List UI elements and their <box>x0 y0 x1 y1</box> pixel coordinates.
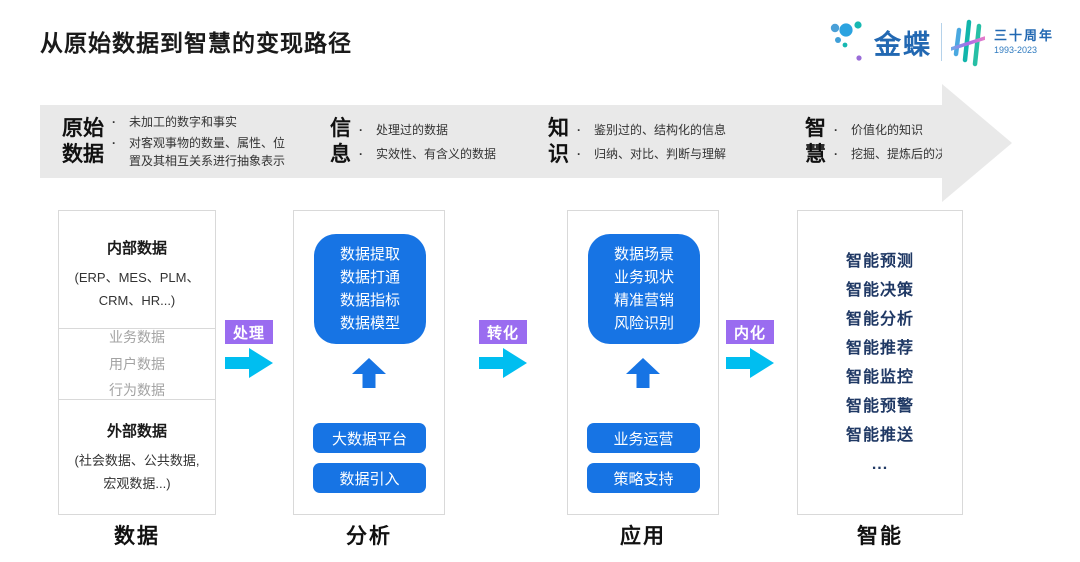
bullet-dot: · <box>112 115 116 129</box>
column-label-analysis: 分析 <box>346 525 392 548</box>
box-line: 数据指标 <box>339 292 400 309</box>
box-line: 数据模型 <box>339 315 400 333</box>
middle-item: 业务数据 <box>109 329 165 346</box>
stage-name: 原始 数据 <box>62 117 104 166</box>
arrow-label: 内化 <box>726 320 774 344</box>
flow-arrow-process: 处理 <box>225 320 273 378</box>
list-item: 智能推送 <box>845 427 914 444</box>
intelligence-list: 智能预测 智能决策 智能分析 智能推荐 智能监控 智能预警 智能推送 ... <box>798 211 962 479</box>
stage-information: 信 息 · 处理过的数据 · 实效性、有含义的数据 <box>330 105 496 178</box>
flow-arrow-internalize: 内化 <box>726 320 774 378</box>
bullet-item: · 处理过的数据 <box>359 122 449 137</box>
stage-wisdom: 智 慧 · 价值化的知识 · 挖掘、提炼后的决策能力 <box>805 105 983 178</box>
bullet-item: · 实效性、有含义的数据 <box>359 146 497 161</box>
stage-name: 信 息 <box>330 117 351 166</box>
middle-item: 用户数据 <box>109 355 165 372</box>
bullet-item: · 价值化的知识 <box>834 122 924 137</box>
stage-name: 智 慧 <box>805 117 826 166</box>
middle-item: 行为数据 <box>109 382 165 399</box>
bullet-dot: · <box>834 146 838 161</box>
box-line: 数据场景 <box>613 245 674 263</box>
box-line: 风险识别 <box>613 315 674 333</box>
big-data-platform-chip: 大数据平台 <box>313 423 426 453</box>
logo-divider <box>940 23 942 61</box>
bullet-dot: · <box>577 122 581 137</box>
section-title: 内部数据 <box>106 240 167 257</box>
stage-raw-data: 原始 数据 · 未加工的数字和事实 · 对客观事物的数量、属性、位置及其相互关系… <box>62 105 290 178</box>
bullet-dot: · <box>112 136 116 150</box>
arrow-label: 处理 <box>225 320 273 344</box>
box-line: 精准营销 <box>613 292 674 309</box>
up-arrow-icon <box>626 358 660 393</box>
anniversary-years: 1993-2023 <box>993 44 1038 55</box>
bullet-dot: · <box>577 146 581 161</box>
bullet-dot: · <box>834 122 838 137</box>
bullet-item: · 鉴别过的、结构化的信息 <box>577 122 727 137</box>
stage-bullets: · 处理过的数据 · 实效性、有含义的数据 <box>359 121 496 163</box>
kingdee-logo: 金蝶 三十周年 1993-2023 <box>829 16 1054 68</box>
up-arrow-icon <box>352 358 386 393</box>
stage-name: 知 识 <box>548 117 569 166</box>
list-item: 智能推荐 <box>845 340 914 357</box>
bullet-dot: · <box>359 146 363 161</box>
box-line: 业务现状 <box>613 268 674 286</box>
external-data-section: 外部数据 (社会数据、公共数据, 宏观数据...) <box>59 400 215 496</box>
internal-data-section: 内部数据 (ERP、MES、PLM、CRM、HR...) <box>59 211 215 328</box>
stages-banner: 原始 数据 · 未加工的数字和事实 · 对客观事物的数量、属性、位置及其相互关系… <box>40 105 983 178</box>
list-item: 智能决策 <box>845 282 914 299</box>
thirty-mark-icon <box>949 16 987 68</box>
list-item: 智能预警 <box>845 398 914 415</box>
stage-bullets: · 未加工的数字和事实 · 对客观事物的数量、属性、位置及其相互关系进行抽象表示 <box>112 113 290 170</box>
anniversary-text: 三十周年 <box>993 28 1054 44</box>
logo-dots-icon <box>829 20 865 64</box>
column-data: 内部数据 (ERP、MES、PLM、CRM、HR...) 业务数据 用户数据 行… <box>58 210 216 515</box>
stage-bullets: · 鉴别过的、结构化的信息 · 归纳、对比、判断与理解 <box>577 121 726 163</box>
right-arrow-icon <box>225 348 273 378</box>
box-line: 数据打通 <box>339 268 400 286</box>
strategy-support-chip: 策略支持 <box>587 463 700 493</box>
box-line: 数据提取 <box>339 245 400 263</box>
page-title: 从原始数据到智慧的变现路径 <box>40 30 352 56</box>
section-title: 外部数据 <box>106 423 167 440</box>
middle-data-section: 业务数据 用户数据 行为数据 <box>59 328 215 400</box>
analysis-capability-box: 数据提取 数据打通 数据指标 数据模型 <box>314 234 426 344</box>
business-operation-chip: 业务运营 <box>587 423 700 453</box>
banner-arrowhead <box>942 84 1012 202</box>
column-application: 数据场景 业务现状 精准营销 风险识别 业务运营 策略支持 <box>567 210 719 515</box>
logo-brand-text: 金蝶 <box>873 29 932 60</box>
column-label-data: 数据 <box>114 525 160 548</box>
data-import-chip: 数据引入 <box>313 463 426 493</box>
section-subtitle: (社会数据、公共数据, 宏观数据...) <box>74 453 200 491</box>
right-arrow-icon <box>726 348 774 378</box>
logo-anniversary: 三十周年 1993-2023 <box>994 28 1054 56</box>
arrow-label: 转化 <box>479 320 527 344</box>
column-intelligence: 智能预测 智能决策 智能分析 智能推荐 智能监控 智能预警 智能推送 ... <box>797 210 963 515</box>
application-scenario-box: 数据场景 业务现状 精准营销 风险识别 <box>588 234 700 344</box>
stage-knowledge: 知 识 · 鉴别过的、结构化的信息 · 归纳、对比、判断与理解 <box>548 105 726 178</box>
bullet-item: · 归纳、对比、判断与理解 <box>577 146 727 161</box>
bullet-item: · 未加工的数字和事实 <box>112 115 238 129</box>
bullet-item: · 对客观事物的数量、属性、位置及其相互关系进行抽象表示 <box>112 136 286 168</box>
column-analysis: 数据提取 数据打通 数据指标 数据模型 大数据平台 数据引入 <box>293 210 445 515</box>
list-item: 智能监控 <box>845 369 914 386</box>
right-arrow-icon <box>479 348 527 378</box>
flow-arrow-transform: 转化 <box>479 320 527 378</box>
list-item-ellipsis: ... <box>871 456 889 473</box>
list-item: 智能分析 <box>845 311 914 328</box>
bullet-dot: · <box>359 122 363 137</box>
list-item: 智能预测 <box>845 253 914 270</box>
section-subtitle: (ERP、MES、PLM、CRM、HR...) <box>74 270 200 308</box>
column-label-application: 应用 <box>620 525 666 548</box>
column-label-intelligence: 智能 <box>857 525 903 548</box>
